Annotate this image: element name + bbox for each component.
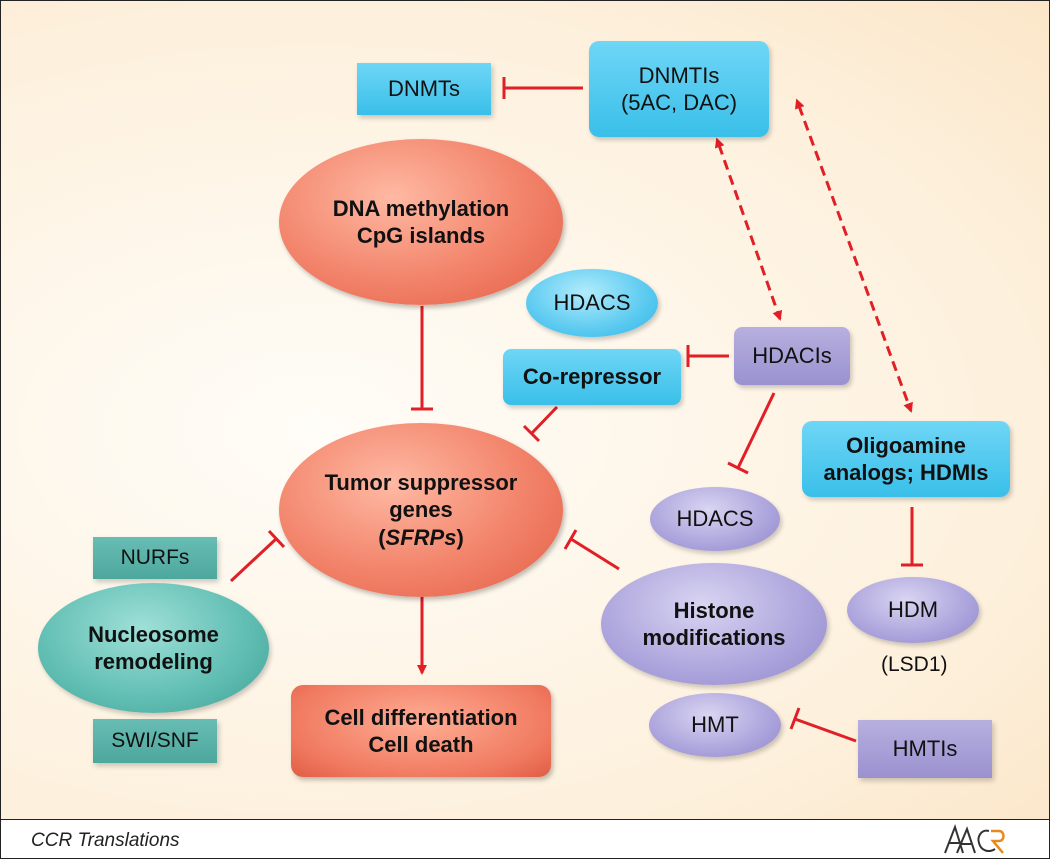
dna-methylation-line1: DNA methylation [332, 195, 510, 221]
lsd1-label: (LSD1) [881, 653, 948, 676]
tumor-line3-wrap: (SFRPs) [378, 524, 464, 552]
inhibit-corepressor-tumor-bar [522, 424, 541, 443]
oligoamine-box: Oligoamine analogs; HDMIs [802, 421, 1010, 497]
footer: CCR Translations [1, 819, 1049, 858]
nurfs-label: NURFs [120, 545, 190, 569]
inhibit-nucleosome-tumor [229, 537, 278, 583]
dnmtis-label-line1: DNMTIs [638, 62, 720, 88]
oligoamine-line1: Oligoamine [846, 432, 966, 458]
nurfs-box: NURFs [93, 537, 217, 579]
dnmtis-label-line2: (5AC, DAC) [620, 90, 738, 115]
inhibit-hdacis-hdacs-bar [727, 461, 749, 475]
hdacs-blue-label: HDACS [553, 290, 631, 316]
hmtis-box: HMTIs [858, 720, 992, 778]
hdacs-purple-label: HDACS [676, 506, 754, 532]
tumor-paren-open: ( [378, 524, 386, 550]
dashed-dnmtis-hdacis [714, 137, 783, 321]
cell-fate-box: Cell differentiation Cell death [291, 685, 551, 777]
swi-snf-box: SWI/SNF [93, 719, 217, 763]
hmt-label: HMT [691, 712, 739, 738]
hdm-ellipse: HDM [847, 577, 979, 643]
histone-line2: modifications [642, 625, 786, 650]
hdacs-blue-ellipse: HDACS [526, 269, 658, 337]
cell-fate-line1: Cell differentiation [324, 704, 518, 730]
tumor-line3: SFRPs [385, 524, 457, 550]
inhibit-corepressor-tumor [530, 405, 559, 435]
nucleosome-line1: Nucleosome [88, 621, 219, 647]
cell-fate-line2: Cell death [368, 732, 474, 757]
aacr-logo [944, 823, 1005, 854]
hmt-ellipse: HMT [649, 693, 781, 757]
footer-title: CCR Translations [31, 830, 180, 851]
inhibit-hdacis-hdacs [736, 392, 776, 469]
inhibit-histone-tumor-bar [563, 529, 578, 550]
corepressor-box: Co-repressor [503, 349, 681, 405]
dna-methylation-ellipse: DNA methylation CpG islands [279, 139, 563, 305]
inhibit-histone-tumor [570, 537, 620, 571]
corepressor-label: Co-repressor [522, 364, 662, 390]
inhibit-hmtis-hmt-bar [789, 707, 801, 730]
dashed-dnmtis-oligo [794, 98, 913, 413]
inhibit-hmtis-hmt [794, 717, 857, 743]
swi-snf-label: SWI/SNF [111, 728, 199, 752]
hdm-label: HDM [887, 597, 939, 623]
connectors [229, 77, 923, 743]
nucleosome-ellipse: Nucleosome remodeling [38, 583, 269, 713]
inhibit-nucleosome-tumor-bar [267, 529, 286, 549]
dnmts-label: DNMTs [387, 76, 461, 102]
oligoamine-line2: analogs; HDMIs [823, 460, 989, 485]
dnmts-box: DNMTs [357, 63, 491, 115]
tumor-suppressor-ellipse: Tumor suppressor genes (SFRPs) [279, 423, 563, 597]
hdacis-label: HDACIs [752, 343, 832, 369]
hdacs-purple-ellipse: HDACS [650, 487, 780, 551]
dna-methylation-line2: CpG islands [356, 223, 486, 248]
histone-ellipse: Histone modifications [601, 563, 827, 685]
nucleosome-line2: remodeling [94, 649, 213, 674]
dnmtis-box: DNMTIs (5AC, DAC) [589, 41, 769, 137]
tumor-line2: genes [389, 497, 453, 523]
tumor-paren-close: ) [456, 524, 464, 550]
tumor-line1: Tumor suppressor [324, 469, 518, 495]
diagram-canvas: DNMTs DNMTIs (5AC, DAC) DNA methylation … [1, 1, 1049, 819]
hdacis-box: HDACIs [734, 327, 850, 385]
histone-line1: Histone [673, 597, 755, 623]
hmtis-label: HMTIs [892, 736, 958, 762]
